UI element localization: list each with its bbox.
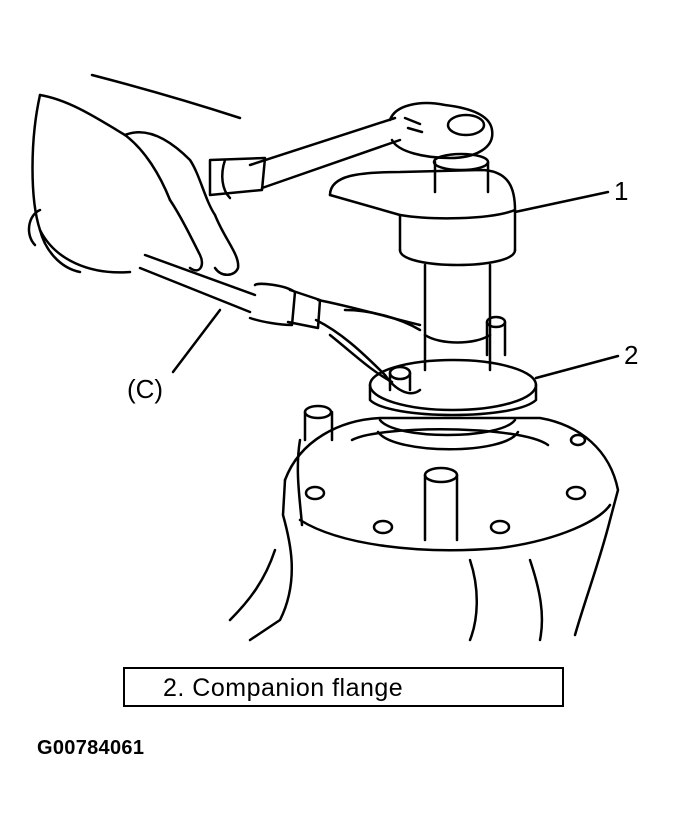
ratchet-wrench xyxy=(248,101,494,190)
figure-id: G00784061 xyxy=(37,737,145,759)
axle-housing xyxy=(228,416,620,642)
callout-c-label: (C) xyxy=(127,374,164,404)
hand xyxy=(27,73,267,276)
companion-flange xyxy=(368,315,538,451)
socket-tool xyxy=(328,152,517,372)
callout-1-label: 1 xyxy=(614,176,629,206)
housing-studs xyxy=(303,404,587,542)
legend-box: 2. Companion flange xyxy=(123,667,564,707)
callout-2-label: 2 xyxy=(624,340,639,370)
holding-tool xyxy=(138,253,422,395)
leader-lines xyxy=(171,190,620,380)
legend-text: 2. Companion flange xyxy=(163,674,404,702)
